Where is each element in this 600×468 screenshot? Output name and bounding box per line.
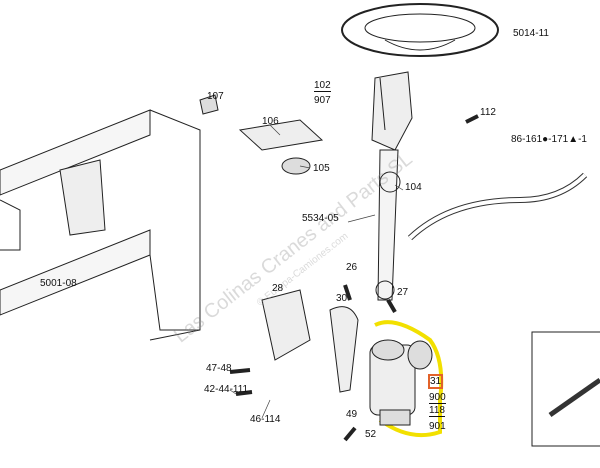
steering-box-highlight	[374, 320, 444, 438]
label-107[interactable]: 107	[207, 91, 224, 102]
label-49[interactable]: 49	[346, 409, 358, 420]
part-107[interactable]	[199, 94, 219, 115]
label-118[interactable]: 118	[429, 405, 445, 417]
label-47-48[interactable]: 47-48	[206, 363, 232, 374]
bracket-106[interactable]	[238, 119, 324, 151]
steering-wheel[interactable]	[341, 3, 499, 57]
label-112[interactable]: 112	[480, 107, 496, 118]
label-106[interactable]: 106	[262, 116, 279, 127]
label-31-selected[interactable]: 31	[427, 374, 444, 389]
chassis-frame[interactable]	[0, 109, 201, 341]
bolts	[229, 114, 479, 442]
label-hose-ref[interactable]: 86-161●-171▲-1	[511, 134, 587, 145]
label-26[interactable]: 26	[346, 262, 358, 273]
label-900[interactable]: 900	[429, 392, 446, 404]
label-105[interactable]: 105	[313, 163, 330, 174]
label-104[interactable]: 104	[405, 182, 422, 193]
label-52[interactable]: 52	[365, 429, 377, 440]
grommet-105[interactable]	[281, 157, 311, 175]
label-30[interactable]: 30	[336, 293, 348, 304]
drag-link[interactable]	[407, 172, 588, 241]
label-907[interactable]: 907	[314, 95, 331, 106]
bracket-28[interactable]	[261, 289, 311, 361]
label-102[interactable]: 102	[314, 80, 331, 92]
steering-gear-box[interactable]	[369, 339, 433, 426]
steering-column-shaft[interactable]	[375, 149, 401, 301]
label-5014-11[interactable]: 5014-11	[513, 28, 549, 39]
label-5534-05[interactable]: 5534-05	[302, 213, 339, 224]
label-42-44-111[interactable]: 42-44-111	[204, 384, 249, 395]
label-901[interactable]: 901	[429, 421, 446, 432]
leader-lines	[229, 124, 404, 419]
label-28[interactable]: 28	[272, 283, 284, 294]
column-cover[interactable]	[371, 71, 413, 151]
pitman-arm[interactable]	[329, 306, 359, 393]
label-5001-08[interactable]: 5001-08	[40, 278, 77, 289]
label-27[interactable]: 27	[397, 287, 409, 298]
label-46-114[interactable]: 46-114	[250, 414, 281, 425]
